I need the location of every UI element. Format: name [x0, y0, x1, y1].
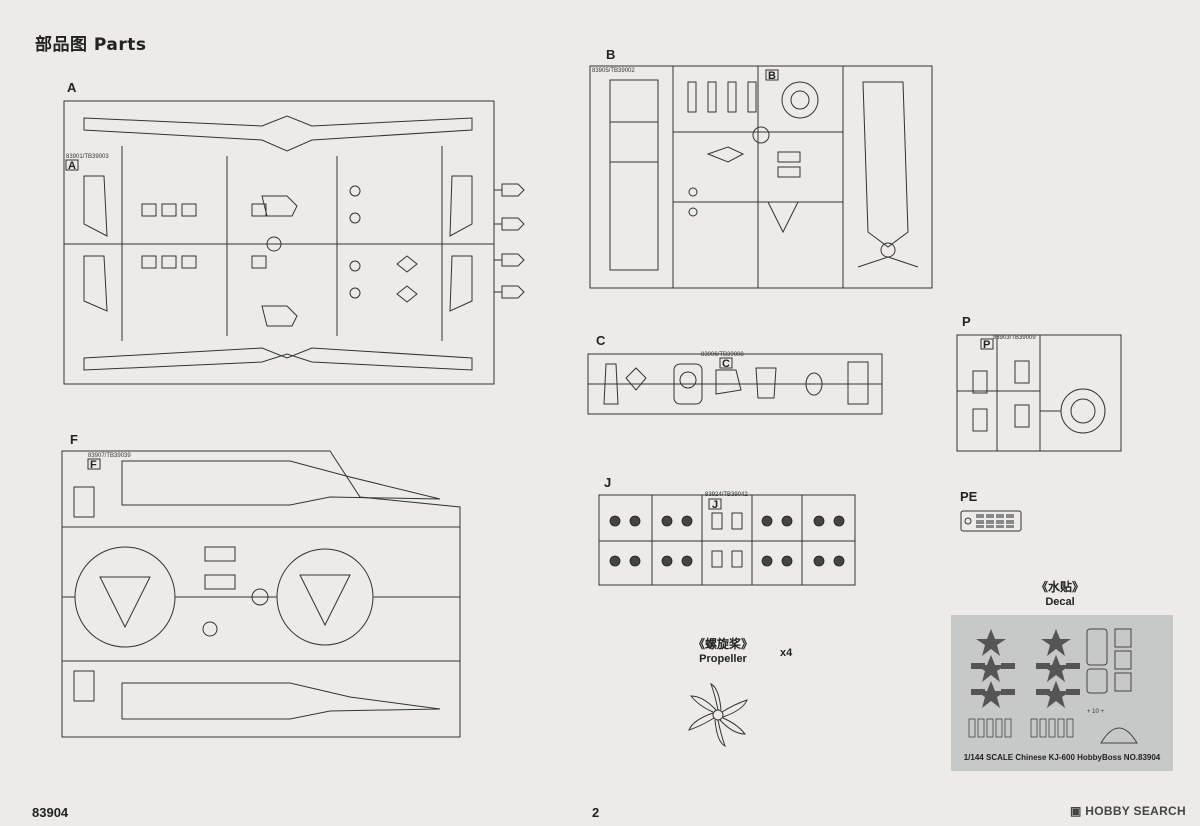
sprue-c-tag: C [722, 358, 730, 370]
sprue-b-code: 83905/TB39002 [592, 68, 635, 74]
photo-etch-fret [960, 510, 1022, 532]
sprue-f-tag: F [90, 459, 97, 471]
sprue-a: 83901/TB39003 A [62, 96, 532, 394]
sprue-a-label: A [67, 80, 77, 95]
propeller-caption: 《螺旋桨》 Propeller [668, 637, 778, 667]
sprue-b-label: B [606, 47, 616, 62]
sprue-c: 83906/TB39008 C [586, 350, 886, 418]
sprue-f-code: 83907/TB39039 [88, 453, 131, 459]
decal-sheet: + 10 + 1/144 SCALE Chinese KJ-600 HobbyB… [951, 615, 1173, 771]
propeller-multiplier: x4 [780, 647, 793, 659]
sprue-p-tag: P [983, 339, 990, 351]
decal-caption: 《水贴》 Decal [1010, 580, 1110, 610]
sprue-j-code: 83924/TB39042 [705, 492, 748, 498]
decal-sheet-art: + 10 + [968, 628, 1138, 744]
decal-strip-text: 1/144 SCALE Chinese KJ-600 HobbyBoss NO.… [963, 753, 1161, 762]
propeller-title-cn: 《螺旋桨》 [692, 637, 753, 651]
sprue-j-label: J [604, 475, 612, 490]
svg-text:+ 10 +: + 10 + [1087, 709, 1105, 715]
sprue-c-code: 83906/TB39008 [701, 352, 744, 358]
propeller-drawing [683, 680, 753, 750]
decal-title-cn: 《水贴》 [1035, 580, 1084, 594]
watermark-logo-icon: ▣ [1069, 804, 1086, 818]
sprue-p-label: P [962, 314, 971, 329]
footer-page-number: 2 [592, 805, 600, 820]
sprue-j: 83924/TB39042 J [597, 491, 859, 587]
sprue-p: 83903/TB39009 P [955, 331, 1125, 453]
sprue-a-code: 83901/TB39003 [66, 154, 109, 160]
sprue-b: 83905/TB39002 B [588, 62, 936, 290]
footer-product-code: 83904 [32, 805, 69, 820]
sprue-c-label: C [596, 333, 606, 348]
sprue-f: 83907/TB39039 F [60, 447, 465, 745]
propeller-title-en: Propeller [699, 653, 747, 665]
sprue-p-code: 83903/TB39009 [993, 335, 1036, 341]
sprue-b-tag: B [768, 70, 776, 82]
page-title: 部品图 Parts [35, 35, 147, 55]
watermark-text: HOBBY SEARCH [1085, 804, 1186, 818]
decal-title-en: Decal [1045, 596, 1075, 608]
sprue-j-tag: J [712, 499, 718, 511]
sprue-a-tag: A [68, 160, 76, 172]
watermark: ▣ HOBBY SEARCH [1070, 804, 1186, 818]
sprue-f-label: F [70, 432, 78, 447]
pe-label: PE [960, 489, 978, 504]
